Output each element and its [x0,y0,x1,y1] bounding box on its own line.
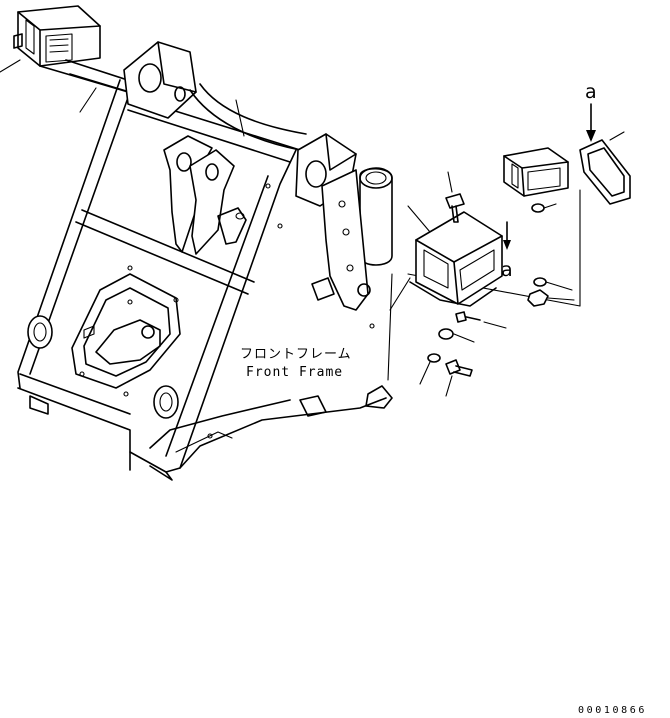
rear-lamp-right [503,147,569,197]
front-frame-label-jp: フロントフレーム [240,347,352,362]
rear-lamp-top-left [13,5,101,67]
bolt-small-center [455,311,507,329]
front-frame [17,41,393,481]
nut-center [438,328,475,343]
view-arrow-a-top [586,103,596,142]
drawing-code: 00010866 [578,705,647,716]
washer-lower [419,353,441,385]
washer-upper [531,203,557,213]
bolt-top [445,171,465,223]
front-frame-label-en: Front Frame [246,365,343,380]
view-mark-a-top: a [585,81,597,103]
bolt-lower [445,359,473,397]
lamp-bracket-right [407,205,503,307]
nut-washer-right [527,277,575,307]
lamp-guard [579,131,631,205]
view-arrow-a-mid [503,221,511,250]
view-mark-a-mid: a [501,259,513,281]
